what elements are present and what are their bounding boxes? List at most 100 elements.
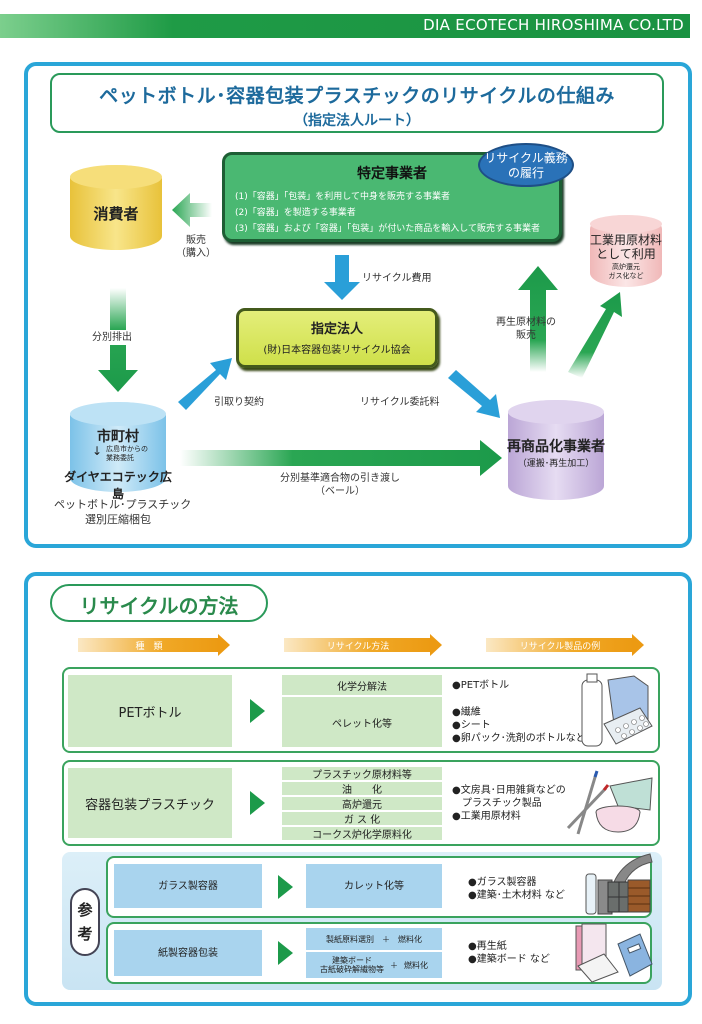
city-caption-line: ペットボトル･プラスチック <box>54 498 192 511</box>
specific-business-line: (1)「容器」「包装」を利用して中身を販売する事業者 <box>235 192 450 202</box>
delegation-line: 広島市からの <box>106 445 148 453</box>
method-cell: ガ ス 化 <box>282 812 442 826</box>
method-main-line: 古紙破砕解繊物等 <box>320 965 384 974</box>
header-method: リサイクル方法 <box>326 642 390 652</box>
method-cell: ペレット化等 <box>282 697 442 747</box>
product-item: ●文房具･日用雑貨などの <box>452 785 566 796</box>
product-item: ●建築･土木材料 など <box>468 890 565 901</box>
product-item: ●再生紙 <box>468 941 507 952</box>
products-list: ●文房具･日用雑貨などの プラスチック製品 ●工業用原材料 <box>452 784 566 823</box>
product-item: ●シート <box>452 720 491 731</box>
method-main: 建築ボード 古紙破砕解繊物等 <box>320 956 384 974</box>
method-cell: コークス炉化学原料化 <box>282 827 442 841</box>
type-cell: 紙製容器包装 <box>114 930 262 976</box>
delivery-label-line: 分別基準適合物の引き渡し <box>280 473 400 484</box>
consignment-fee-arrow <box>448 370 500 418</box>
specific-business-line: (2)「容器」を製造する事業者 <box>235 208 356 218</box>
pens-bowl-basket-illustration <box>566 770 653 835</box>
city-caption-line: 選別圧縮梱包 <box>85 513 151 526</box>
city-caption: ペットボトル･プラスチック 選別圧縮梱包 <box>54 497 192 527</box>
products-list: ●ガラス製容器 ●建築･土木材料 など <box>468 876 565 902</box>
industrial-arrow <box>568 292 622 378</box>
sale-label-line: （購入） <box>176 248 216 259</box>
play-arrow-icon <box>250 791 265 815</box>
recycle-fee-arrow <box>324 255 360 300</box>
product-item: ●繊維 <box>452 707 481 718</box>
obligation-badge: リサイクル義務 の履行 <box>478 143 574 187</box>
company-name: DIA ECOTECH HIROSHIMA CO.LTD <box>423 16 684 34</box>
industrial-note: 高炉還元 ガス化など <box>590 263 662 281</box>
header-products: リサイクル製品の例 <box>519 642 601 652</box>
page-title: ペットボトル･容器包装プラスチックのリサイクルの仕組み <box>99 85 615 107</box>
recycler-cylinder: 再商品化事業者 （運搬･再生加工） <box>507 400 605 500</box>
method-cell: 高炉還元 <box>282 797 442 811</box>
product-item: ●工業用原材料 <box>452 811 521 822</box>
raw-material-sale-line: 再生原材料の <box>496 317 556 328</box>
header-arrow-method: リサイクル方法 <box>284 634 442 656</box>
plus-sign: ＋ <box>382 934 390 944</box>
method-main: 製紙原料選別 <box>326 934 374 944</box>
raw-material-sale-line: 販売 <box>516 330 536 341</box>
recycle-fee-label: リサイクル費用 <box>362 273 432 284</box>
sale-label: 販売 （購入） <box>176 234 216 260</box>
play-arrow-icon <box>250 699 265 723</box>
type-cell: ガラス製容器 <box>114 864 262 908</box>
page-subtitle: （指定法人ルート） <box>294 113 420 129</box>
header-type: 種 類 <box>135 642 163 652</box>
type-cell: PETボトル <box>68 675 232 747</box>
type-cell: 容器包装プラスチック <box>68 768 232 838</box>
header-band <box>0 14 690 38</box>
title-box: ペットボトル･容器包装プラスチックのリサイクルの仕組み （指定法人ルート） <box>50 73 664 133</box>
industrial-material-cylinder: 工業用原材料 として利用 高炉還元 ガス化など <box>590 215 662 287</box>
pickup-contract-arrow <box>178 358 232 410</box>
method-cell: 製紙原料選別 ＋ 燃料化 <box>306 928 442 950</box>
delivery-label-line: （ベール） <box>315 486 365 497</box>
reference-badge: 参 考 <box>70 888 100 956</box>
methods-title: リサイクルの方法 <box>79 594 239 618</box>
raw-material-arrow <box>518 266 558 372</box>
play-arrow-icon <box>278 941 293 965</box>
method-fuel: 燃料化 <box>404 960 428 970</box>
down-arrow-icon: ↓ <box>92 444 103 458</box>
delegation-note: 広島市からの 業務委託 <box>106 445 148 463</box>
consumer-cylinder: 消費者 <box>70 165 162 250</box>
designated-corporation-box: 指定法人 (財)日本容器包装リサイクル協会 <box>236 308 438 368</box>
delegation-line: 業務委託 <box>106 454 134 462</box>
specific-business-line: (3)「容器」および「容器」「包装」が付いた商品を輸入して販売する事業者 <box>235 224 540 234</box>
pickup-contract-label: 引取り契約 <box>214 397 264 408</box>
products-list: ●再生紙 ●建築ボード など <box>468 940 550 966</box>
industrial-note-line: 高炉還元 <box>612 263 640 271</box>
industrial-label-line: として利用 <box>596 247 656 261</box>
industrial-note-line: ガス化など <box>608 272 644 280</box>
products-list: ●PETボトル <box>452 679 509 692</box>
play-arrow-icon <box>278 875 293 899</box>
glass-bottle-tiles-illustration <box>585 853 653 915</box>
specific-business-title: 特定事業者 <box>357 166 427 182</box>
method-main-line: 建築ボード <box>332 956 372 965</box>
product-item: プラスチック製品 <box>452 798 542 809</box>
product-item: ●PETボトル <box>452 680 510 691</box>
consignment-fee-label: リサイクル委託料 <box>360 397 440 408</box>
method-cell: 建築ボード 古紙破砕解繊物等 ＋ 燃料化 <box>306 952 442 978</box>
company-label: ダイヤエコテック広島 <box>64 470 172 501</box>
delivery-arrow <box>180 440 502 476</box>
header-arrow-products: リサイクル製品の例 <box>486 634 644 656</box>
separate-discharge-label: 分別排出 <box>90 330 134 345</box>
delivery-label: 分別基準適合物の引き渡し （ベール） <box>270 472 410 498</box>
municipality-label: 市町村 <box>97 429 139 445</box>
method-cell: カレット化等 <box>306 864 442 908</box>
method-cell: 油 化 <box>282 782 442 796</box>
recycler-subtitle: （運搬･再生加工） <box>517 459 595 469</box>
sale-label-line: 販売 <box>186 235 206 246</box>
industrial-label-line: 工業用原材料 <box>589 233 662 247</box>
methods-title-box: リサイクルの方法 <box>50 584 268 622</box>
header-arrow-type: 種 類 <box>78 634 230 656</box>
product-item: ●建築ボード など <box>468 954 550 965</box>
plus-sign: ＋ <box>390 960 398 970</box>
product-item: ●ガラス製容器 <box>468 877 537 888</box>
product-item: ●卵パック･洗剤のボトルなど <box>452 733 586 744</box>
industrial-label: 工業用原材料 として利用 <box>578 233 674 261</box>
consumer-label: 消費者 <box>93 205 139 223</box>
designated-title: 指定法人 <box>310 322 363 337</box>
municipality-cylinder: 市町村 ↓ 広島市からの 業務委託 ダイヤエコテック広島 <box>64 402 172 501</box>
